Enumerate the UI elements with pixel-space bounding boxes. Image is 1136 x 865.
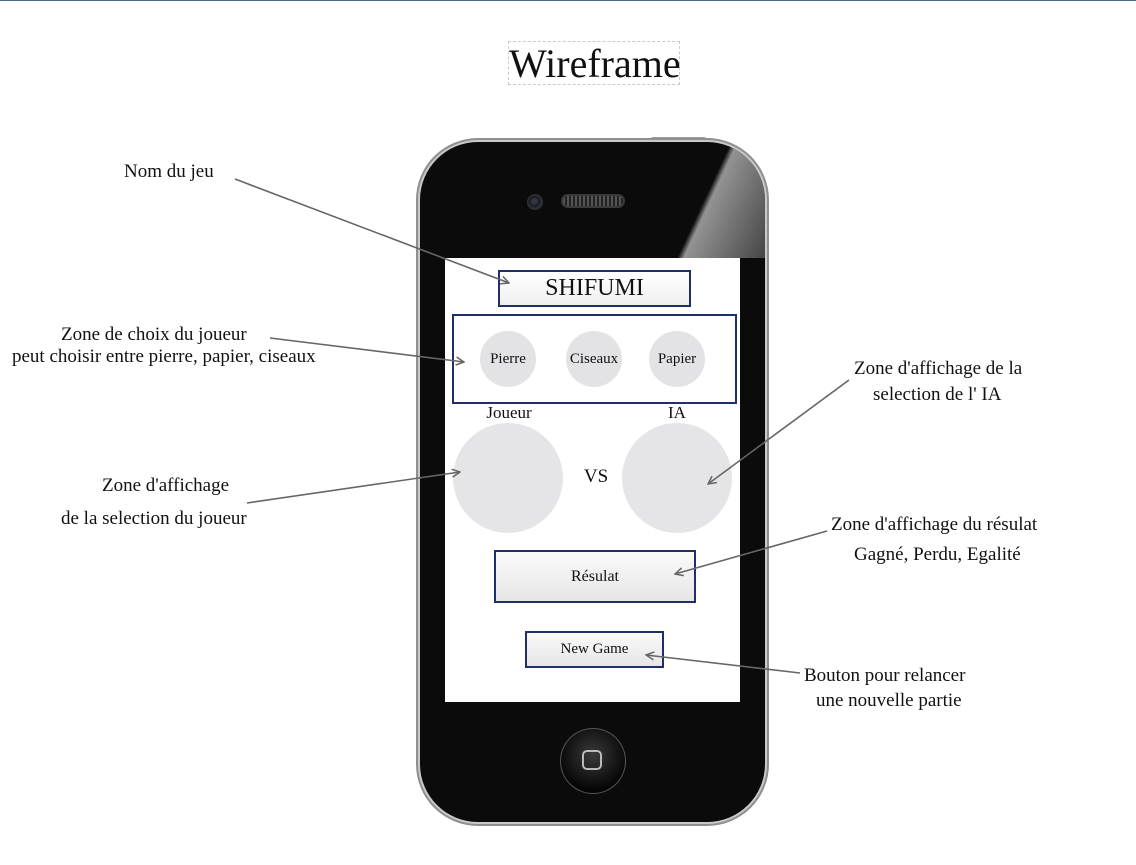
top-rule [0, 0, 1136, 1]
game-title: SHIFUMI [498, 270, 691, 307]
player-label: Joueur [486, 403, 532, 422]
home-button[interactable] [560, 728, 626, 794]
phone-side-button-volume-down [416, 334, 421, 360]
annotation-game-name: Nom du jeu [124, 161, 214, 182]
camera-icon [527, 194, 543, 210]
result-display: Résulat [494, 550, 696, 603]
annotation-new-game-line2: une nouvelle partie [816, 690, 962, 711]
new-game-button[interactable]: New Game [525, 631, 664, 668]
arrow-result [675, 530, 828, 574]
annotation-result-line1: Zone d'affichage du résulat [831, 514, 1038, 535]
annotation-new-game-line1: Bouton pour relancer [804, 665, 966, 686]
arrow-player-display [246, 472, 460, 504]
choice-ciseaux-button[interactable]: Ciseaux [566, 331, 622, 387]
annotation-player-display-line1: Zone d'affichage [102, 475, 230, 496]
annotation-choice-zone-line1: Zone de choix du joueur [61, 324, 247, 345]
annotation-choice-zone-line2: peut choisir entre pierre, papier, cisea… [12, 346, 316, 367]
annotation-player-display-line2: de la selection du joueur [61, 508, 247, 529]
arrow-game-name [234, 178, 509, 283]
phone-top-button [651, 137, 706, 142]
choice-zone [452, 314, 737, 404]
annotation-ia-display-line2: selection de l' IA [873, 384, 1002, 405]
phone-side-button-volume-up [416, 272, 421, 298]
player-selection-display [453, 423, 563, 533]
choice-pierre-button[interactable]: Pierre [480, 331, 536, 387]
arrow-new-game [646, 655, 801, 674]
arrow-choice-zone [269, 337, 464, 362]
annotation-result-line2: Gagné, Perdu, Egalité [854, 544, 1021, 565]
annotation-ia-display-line1: Zone d'affichage de la [854, 358, 1023, 379]
choice-papier-button[interactable]: Papier [649, 331, 705, 387]
phone-side-button-top [416, 202, 421, 232]
diagram-title: Wireframe [508, 41, 681, 86]
vs-label: VS [583, 466, 609, 487]
arrow-ia-display [708, 379, 850, 484]
ia-label: IA [668, 403, 686, 422]
home-square-icon [582, 750, 602, 770]
speaker-grille-icon [561, 194, 625, 208]
